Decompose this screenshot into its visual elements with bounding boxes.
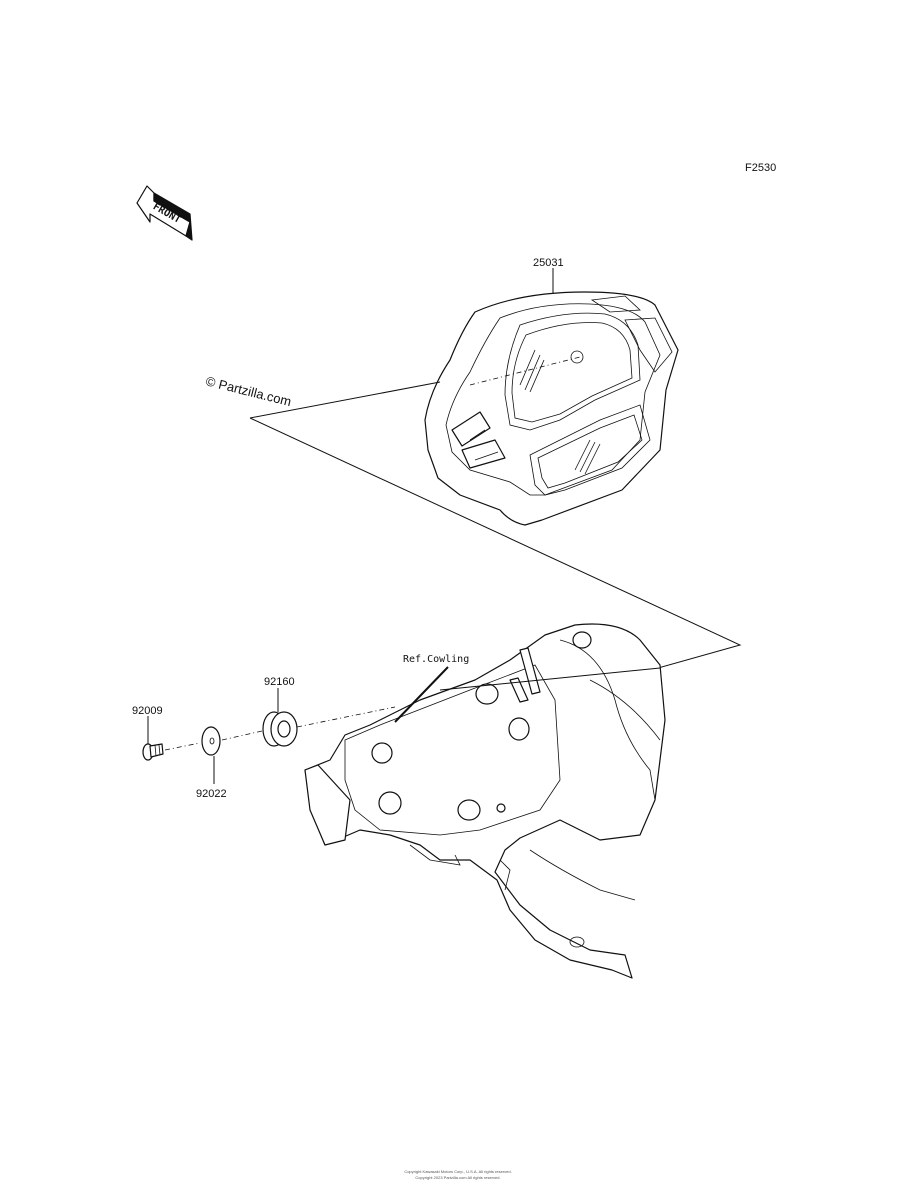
part-label-washer: 92022: [196, 788, 227, 800]
ref-cowling-leader: [394, 666, 449, 723]
part-label-grommet: 92160: [264, 676, 295, 688]
watermark: © Partzilla.com: [204, 373, 293, 409]
diagram-code: F2530: [745, 162, 776, 174]
footer-line2: Copyright 2023 Partzilla.com All rights …: [415, 1175, 500, 1180]
grommet-ref-line: [439, 667, 661, 691]
front-arrow-icon: FRONT: [136, 185, 193, 241]
grommet-92160: [262, 711, 298, 747]
grommet-axis: [296, 706, 396, 728]
washer-axis: [221, 730, 263, 741]
ref-cowling-label: Ref.Cowling: [403, 654, 469, 665]
ref-line-upper: [249, 381, 441, 419]
cowling-bracket: [304, 623, 666, 979]
bolt-axis: [164, 742, 201, 751]
footer-line1: Copyright Kawasaki Motors Corp., U.S.A. …: [404, 1169, 511, 1174]
bolt-92009: [142, 743, 164, 761]
part-label-bolt: 92009: [132, 705, 163, 717]
washer-92022: [201, 726, 221, 756]
part-label-meter: 25031: [533, 257, 564, 269]
meter-assembly: [424, 291, 679, 526]
